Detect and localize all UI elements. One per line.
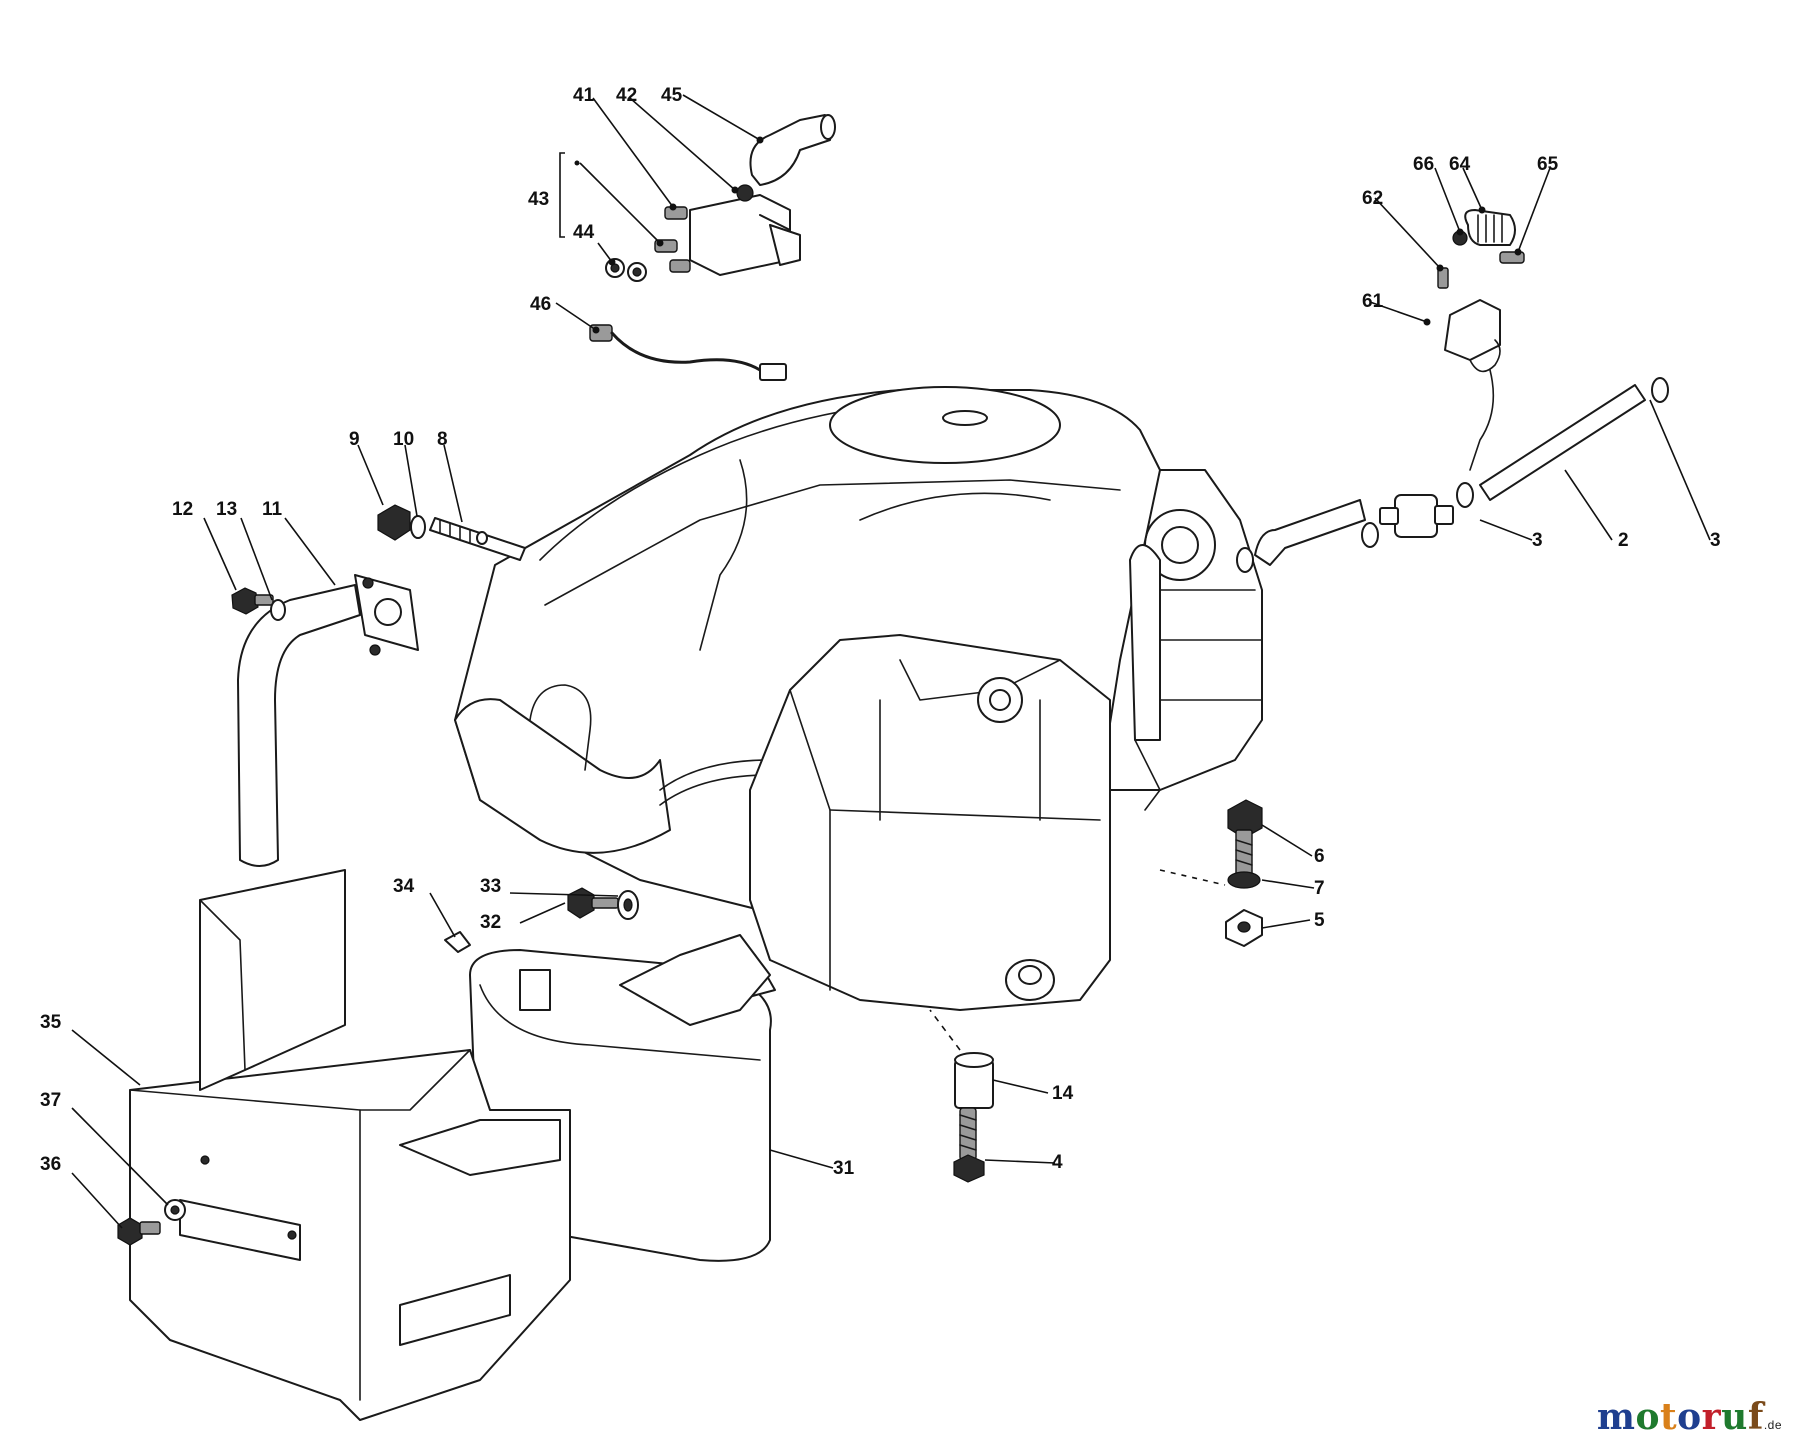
callout-42: 42 — [616, 85, 637, 106]
callout-5: 5 — [1314, 910, 1325, 931]
brand-letter: r — [1701, 1396, 1722, 1438]
washer-37 — [164, 1199, 186, 1221]
callout-3b: 3 — [1710, 530, 1721, 551]
callout-13: 13 — [216, 499, 237, 520]
callout-45: 45 — [661, 85, 683, 106]
leader-dots — [574, 136, 1522, 334]
washer-13 — [270, 599, 286, 621]
callout-32: 32 — [480, 912, 501, 933]
bolt-4 — [953, 1107, 985, 1183]
callout-2: 2 — [1618, 530, 1629, 551]
brand-suffix: .de — [1763, 1418, 1782, 1432]
washer-10 — [410, 515, 426, 539]
fuel-filter — [1379, 494, 1454, 538]
callout-9: 9 — [349, 429, 360, 450]
washer-33 — [617, 890, 639, 920]
brand-letter: o — [1677, 1396, 1702, 1438]
callout-37: 37 — [40, 1090, 61, 1111]
brand-letter: u — [1721, 1396, 1748, 1438]
callout-34: 34 — [393, 876, 415, 897]
callout-6: 6 — [1314, 846, 1325, 867]
leader-lines — [71, 94, 1711, 1229]
bolt-12 — [231, 587, 274, 615]
callout-36: 36 — [40, 1154, 61, 1175]
exhaust-pipe-11 — [237, 574, 419, 867]
starter-solenoid-group — [559, 114, 836, 282]
fuel-hose-2 — [1254, 384, 1646, 566]
callout-14: 14 — [1052, 1083, 1074, 1104]
callout-46: 46 — [530, 294, 551, 315]
brand-logo: motoruf.de — [1597, 1396, 1782, 1438]
nut-42 — [736, 184, 754, 202]
callout-8: 8 — [437, 429, 448, 450]
clip-34 — [444, 931, 471, 953]
callout-11: 11 — [262, 499, 283, 520]
callout-66: 66 — [1413, 154, 1434, 175]
bolt-6 — [1227, 799, 1263, 876]
brand-letters: motoruf — [1597, 1396, 1764, 1438]
terminal-44b — [627, 262, 647, 282]
air-box-35 — [129, 869, 571, 1421]
oil-filler-cap-upper — [977, 677, 1023, 723]
callout-3a: 3 — [1532, 530, 1543, 551]
callout-43: 43 — [528, 189, 549, 210]
throttle-cable-group — [1437, 209, 1525, 471]
callout-12: 12 — [172, 499, 193, 520]
engine-block — [454, 386, 1263, 1011]
nut-9 — [377, 504, 411, 541]
callouts: 41 42 45 43 44 46 66 64 65 62 61 9 10 8 … — [40, 85, 1721, 1179]
callout-65: 65 — [1537, 154, 1559, 175]
brand-letter: o — [1635, 1396, 1660, 1438]
stud-8 — [429, 517, 526, 561]
spacer-14 — [954, 1052, 994, 1109]
lock-washer-7 — [1227, 871, 1261, 889]
brand-letter: t — [1660, 1396, 1678, 1438]
brand-letter: f — [1747, 1396, 1764, 1438]
callout-62: 62 — [1362, 188, 1383, 209]
terminal-boot-45 — [749, 114, 836, 186]
mounting-bracket — [619, 934, 771, 1026]
lever-64 — [1464, 209, 1516, 246]
callout-7: 7 — [1314, 878, 1325, 899]
callout-44: 44 — [573, 222, 595, 243]
oil-drain-cap-lower — [1005, 959, 1055, 1001]
callout-35: 35 — [40, 1012, 62, 1033]
brand-letter: m — [1596, 1396, 1636, 1438]
callout-31: 31 — [833, 1158, 855, 1179]
bolt-36 — [117, 1217, 161, 1246]
bolt-32 — [567, 887, 619, 919]
callout-10: 10 — [393, 429, 414, 450]
callout-61: 61 — [1362, 291, 1384, 312]
nut-5 — [1225, 909, 1263, 947]
callout-33: 33 — [480, 876, 501, 897]
callout-64: 64 — [1449, 154, 1471, 175]
callout-41: 41 — [573, 85, 595, 106]
callout-4: 4 — [1052, 1152, 1063, 1173]
wire-harness-46 — [589, 324, 787, 381]
hose-clamps-3 — [1236, 377, 1669, 573]
